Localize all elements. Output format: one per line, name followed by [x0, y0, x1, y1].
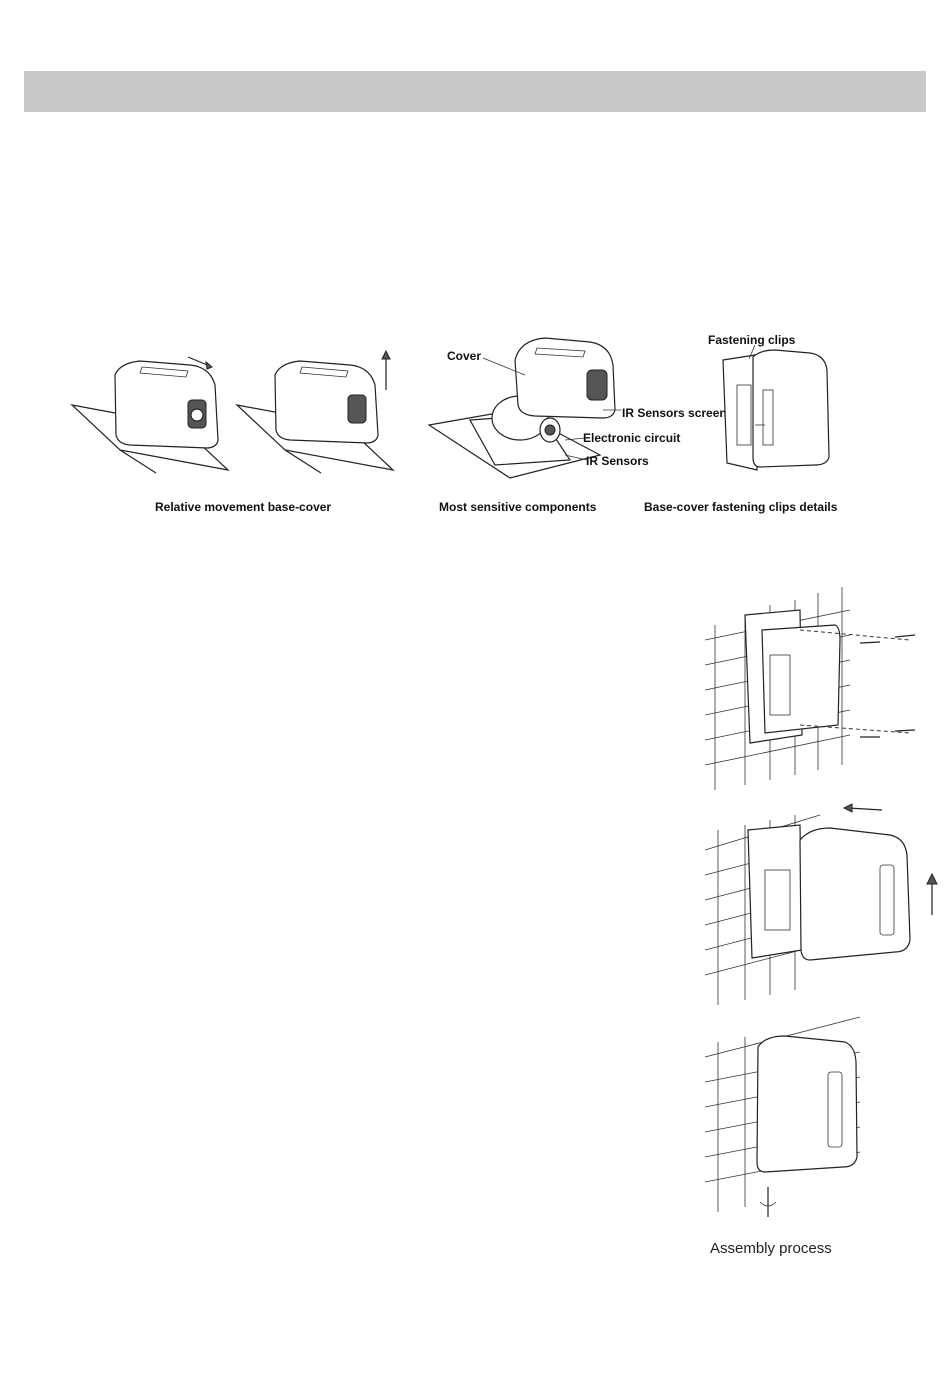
assembly-caption: Assembly process — [710, 1240, 832, 1257]
callout-ir-sensors: IR Sensors — [586, 454, 649, 468]
assembly-step-3 — [700, 1012, 870, 1227]
figure-fastening-clips — [715, 345, 835, 475]
caption-fastening-details: Base-cover fastening clips details — [644, 500, 837, 514]
assembly-step-1 — [700, 585, 920, 795]
callout-cover: Cover — [447, 349, 481, 363]
figure-lift-cover — [235, 345, 395, 475]
assembly-step-2 — [700, 800, 945, 1010]
callout-ir-sensors-screen: IR Sensors screen — [622, 406, 727, 420]
caption-relative-movement: Relative movement base-cover — [155, 500, 331, 514]
figure-slide-cover — [70, 345, 230, 475]
section-header-bar — [24, 71, 926, 112]
caption-sensitive-components: Most sensitive components — [439, 500, 596, 514]
callout-fastening-clips: Fastening clips — [708, 333, 795, 347]
callout-electronic-circuit: Electronic circuit — [583, 431, 680, 445]
